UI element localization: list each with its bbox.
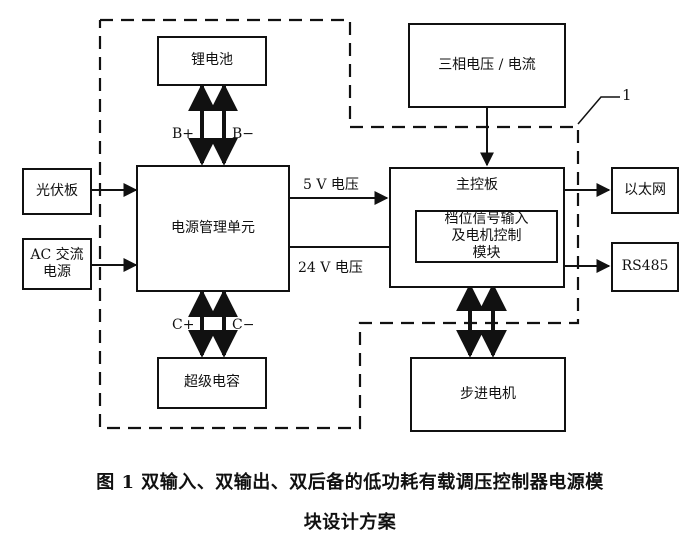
gear-module-block: 档位信号输入 及电机控制 模块: [415, 210, 558, 263]
rs485-block: RS485: [611, 242, 679, 292]
stepper-motor-block: 步进电机: [410, 357, 566, 432]
supercap-block: 超级电容: [157, 357, 267, 409]
three-phase-label: 三相电压 / 电流: [438, 56, 536, 73]
ac-power-block: AC 交流 电源: [22, 238, 92, 290]
b-plus-label: B+: [172, 126, 195, 142]
c-plus-label: C+: [172, 317, 195, 333]
pmu-block: 电源管理单元: [136, 165, 290, 292]
b-minus-label: B−: [232, 126, 255, 142]
five-volt-label: 5 V 电压: [303, 177, 359, 193]
main-board-block: 主控板 档位信号输入 及电机控制 模块: [389, 167, 565, 288]
reference-leader: [577, 96, 620, 125]
battery-label: 锂电池: [191, 52, 233, 69]
main-board-label: 主控板: [456, 177, 498, 193]
dashed-boundary: [98, 18, 580, 430]
ethernet-block: 以太网: [611, 167, 679, 214]
supercap-label: 超级电容: [184, 374, 240, 391]
ac-power-label: AC 交流 电源: [30, 246, 84, 281]
c-minus-label: C−: [232, 317, 255, 333]
gear-module-label: 档位信号输入 及电机控制 模块: [444, 211, 529, 261]
three-phase-block: 三相电压 / 电流: [408, 23, 566, 108]
figure-caption-line1: 图 1 双输入、双输出、双后备的低功耗有载调压控制器电源模: [96, 472, 604, 493]
figure-caption-line2: 块设计方案: [303, 512, 397, 533]
ethernet-label: 以太网: [624, 181, 666, 198]
pv-panel-block: 光伏板: [22, 168, 92, 215]
rs485-label: RS485: [621, 258, 669, 275]
pv-panel-label: 光伏板: [36, 182, 78, 199]
battery-block: 锂电池: [157, 36, 267, 86]
stepper-motor-label: 步进电机: [460, 385, 516, 402]
reference-number: 1: [622, 86, 632, 104]
twenty-four-volt-label: 24 V 电压: [298, 260, 363, 276]
pmu-label: 电源管理单元: [171, 219, 255, 236]
